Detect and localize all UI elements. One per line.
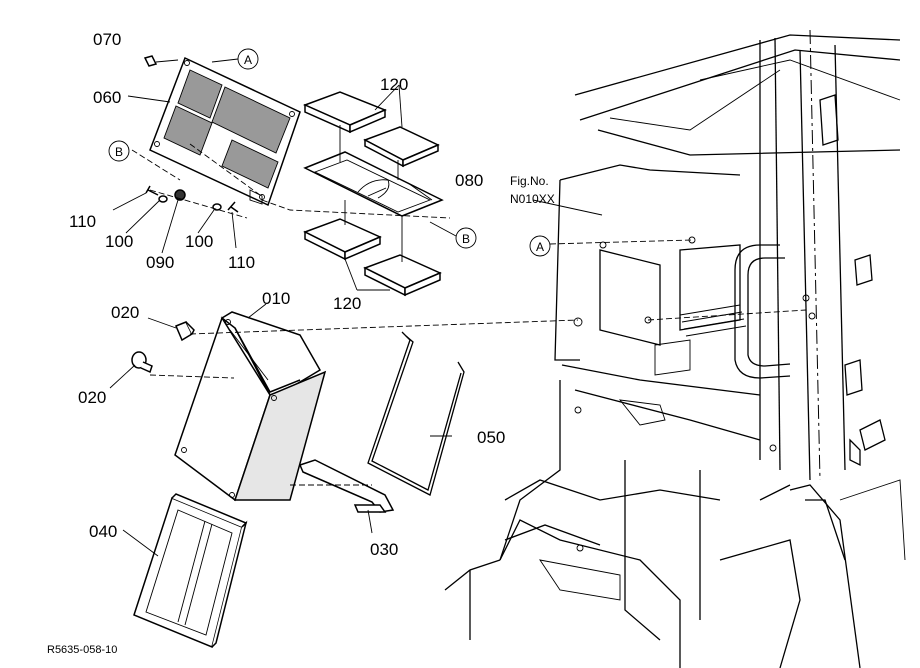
filter-pads-120 — [303, 91, 442, 297]
label-110-left: 110 — [69, 212, 96, 231]
grille-panel-060 — [149, 56, 301, 207]
svg-text:A: A — [244, 53, 252, 67]
label-020-lower: 020 — [78, 388, 106, 407]
cab-frame-assembly — [444, 29, 906, 668]
label-110-right: 110 — [228, 253, 255, 272]
svg-text:A: A — [536, 240, 544, 254]
label-040: 040 — [89, 522, 117, 541]
fastener-set — [145, 185, 248, 219]
fig-ref-title: Fig.No. — [510, 174, 549, 188]
filter-guide-lines — [339, 125, 403, 262]
callout-b-left: B — [108, 140, 130, 162]
knob-020-upper — [175, 321, 195, 342]
label-030: 030 — [370, 540, 398, 559]
label-100-left: 100 — [105, 232, 133, 251]
label-100-right: 100 — [185, 232, 213, 251]
screw-070 — [143, 55, 179, 67]
leader-lines — [109, 84, 807, 557]
label-020-upper: 020 — [111, 303, 139, 322]
label-080: 080 — [455, 171, 483, 190]
filter-frame-080 — [303, 151, 444, 217]
label-120-bottom: 120 — [333, 294, 361, 313]
svg-text:B: B — [115, 145, 123, 159]
label-050: 050 — [477, 428, 505, 447]
label-070: 070 — [93, 30, 121, 49]
label-010: 010 — [262, 289, 290, 308]
label-060: 060 — [93, 88, 121, 107]
label-090: 090 — [146, 253, 174, 272]
label-120-top: 120 — [380, 75, 408, 94]
svg-text:B: B — [462, 232, 470, 246]
drawing-code: R5635-058-10 — [47, 644, 117, 656]
callout-a-upper: A — [237, 48, 259, 70]
bracket-030 — [298, 459, 395, 513]
callout-b-right: B — [455, 227, 477, 249]
filter-element-040 — [133, 493, 248, 649]
knob-020-lower — [131, 351, 153, 374]
rod-050 — [367, 331, 465, 496]
fig-ref-number: N010XX — [510, 192, 555, 206]
duct-housing-010 — [174, 311, 327, 502]
callout-a-right: A — [529, 235, 551, 257]
